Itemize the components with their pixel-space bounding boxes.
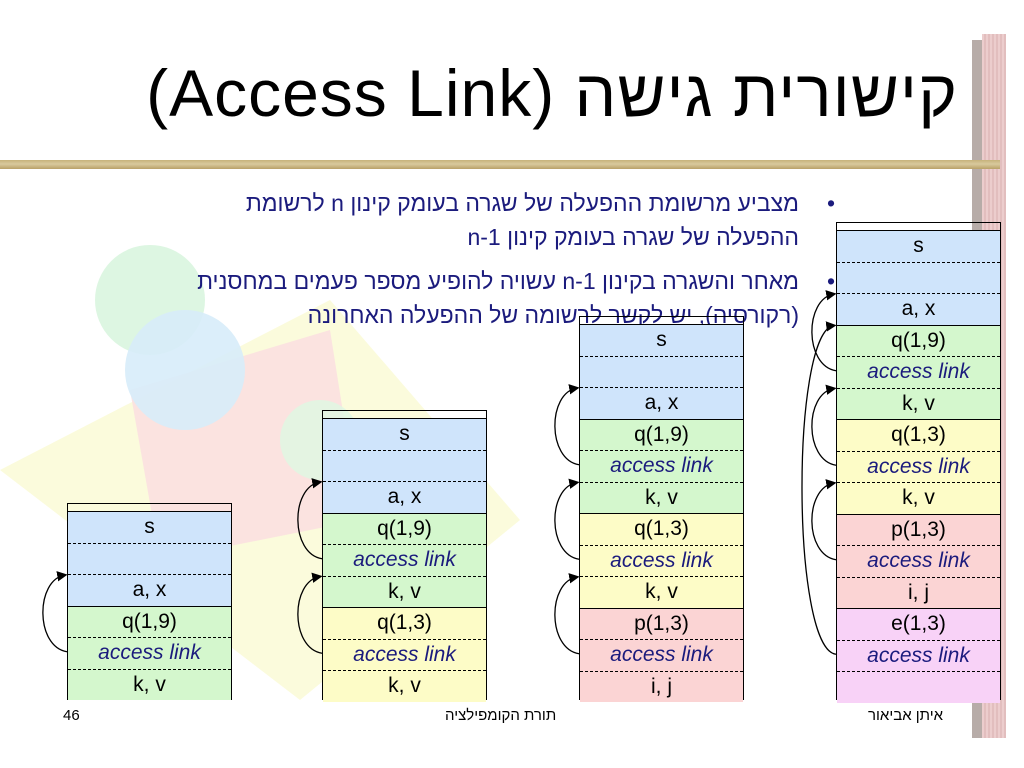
footer-author: איתן אביאור: [868, 707, 944, 724]
access-link-cell: access link: [580, 450, 743, 482]
stack-cell: a, x: [837, 293, 1000, 325]
stack-cell: a, x: [68, 574, 231, 606]
stack-row-separator: [837, 545, 1000, 546]
stack-row-separator: [580, 418, 743, 420]
stack-row-separator: [323, 481, 486, 482]
stack-row-separator: [837, 356, 1000, 357]
stack-row-separator: [837, 513, 1000, 515]
stack-cell: [68, 542, 231, 574]
stack-top-line: [837, 230, 1000, 231]
bullet-list: מצביע מרשומת ההפעלה של שגרה בעומק קינון …: [39, 186, 835, 342]
stack-row-separator: [68, 542, 231, 544]
stack-cell: [837, 671, 1000, 703]
stack-row-separator: [323, 607, 486, 608]
access-link-cell: access link: [837, 545, 1000, 577]
stack-row-separator: [837, 671, 1000, 672]
stack-row-separator: [68, 668, 231, 670]
stack-cell: s: [68, 511, 231, 543]
access-link-cell: access link: [68, 637, 231, 669]
stack-row-separator: [323, 512, 486, 514]
stack-cell: k, v: [580, 576, 743, 608]
stack-row-separator: [68, 637, 231, 638]
stack-cell: i, j: [837, 576, 1000, 608]
stack-row-separator: [68, 574, 231, 575]
stack-cell: k, v: [580, 481, 743, 513]
stack-cell: q(1,3): [837, 419, 1000, 451]
stack-row-separator: [323, 544, 486, 545]
stack-cell: k, v: [323, 670, 486, 702]
stack-top-line: [68, 511, 231, 512]
stack-cell: a, x: [580, 387, 743, 419]
stack-row-separator: [580, 670, 743, 672]
title-divider: [0, 160, 1000, 169]
stack-cell: s: [323, 418, 486, 450]
stack-cell: k, v: [837, 482, 1000, 514]
stack-row-separator: [580, 576, 743, 577]
stack-cell: [323, 449, 486, 481]
stack-top-line: [323, 418, 486, 419]
footer-page-number: 46: [63, 707, 80, 724]
stack-cell: i, j: [580, 670, 743, 702]
stack-row-separator: [837, 387, 1000, 389]
stack-row-separator: [837, 639, 1000, 641]
stack-row-separator: [837, 576, 1000, 578]
stack-row-separator: [323, 575, 486, 577]
stack-cell: s: [837, 230, 1000, 262]
stack-cell: q(1,3): [323, 607, 486, 639]
stack-row-separator: [323, 449, 486, 451]
stack-row-separator: [837, 419, 1000, 420]
slide-title: קישורית גישה (Access Link): [146, 56, 958, 130]
stack-row-separator: [837, 450, 1000, 452]
stack-row-separator: [580, 513, 743, 514]
stack-row-separator: [68, 605, 231, 607]
stack-row-separator: [323, 670, 486, 671]
stack-cell: q(1,9): [580, 418, 743, 450]
stack-row-separator: [580, 639, 743, 640]
stack-row-separator: [837, 608, 1000, 609]
stack-cell: a, x: [323, 481, 486, 513]
stack-cell: k, v: [323, 575, 486, 607]
stack-cell: p(1,3): [580, 607, 743, 639]
stack-row-separator: [580, 544, 743, 546]
access-link-cell: access link: [837, 356, 1000, 388]
access-link-cell: access link: [837, 639, 1000, 671]
stack-cell: p(1,3): [837, 513, 1000, 545]
access-link-cell: access link: [323, 544, 486, 576]
stack-row-separator: [323, 638, 486, 640]
stack-row-separator: [580, 355, 743, 357]
stack-top-line: [580, 324, 743, 325]
footer-course: תורת הקומפילציה: [445, 707, 557, 724]
access-link-cell: access link: [837, 450, 1000, 482]
stack-row-separator: [580, 481, 743, 483]
bullet-item: מאחר והשגרה בקינון n-1 עשויה להופיע מספר…: [99, 264, 835, 332]
stack-row-separator: [837, 261, 1000, 263]
stack-cell: e(1,3): [837, 608, 1000, 640]
access-link-cell: access link: [323, 638, 486, 670]
bullet-item: מצביע מרשומת ההפעלה של שגרה בעומק קינון …: [159, 186, 835, 254]
stack-cell: q(1,9): [837, 324, 1000, 356]
stack-cell: q(1,3): [580, 513, 743, 545]
stack-row-separator: [837, 324, 1000, 326]
stack-row-separator: [580, 607, 743, 609]
access-link-cell: access link: [580, 544, 743, 576]
stack-cell: k, v: [68, 668, 231, 700]
stack-cell: [837, 261, 1000, 293]
stack-row-separator: [580, 387, 743, 388]
stack-cell: [580, 355, 743, 387]
stack-row-separator: [837, 293, 1000, 294]
stack-cell: q(1,9): [68, 605, 231, 637]
stack-cell: q(1,9): [323, 512, 486, 544]
stack-cell: s: [580, 324, 743, 356]
stack-cell: k, v: [837, 387, 1000, 419]
access-link-cell: access link: [580, 639, 743, 671]
stack-row-separator: [580, 450, 743, 451]
stack-row-separator: [837, 482, 1000, 483]
